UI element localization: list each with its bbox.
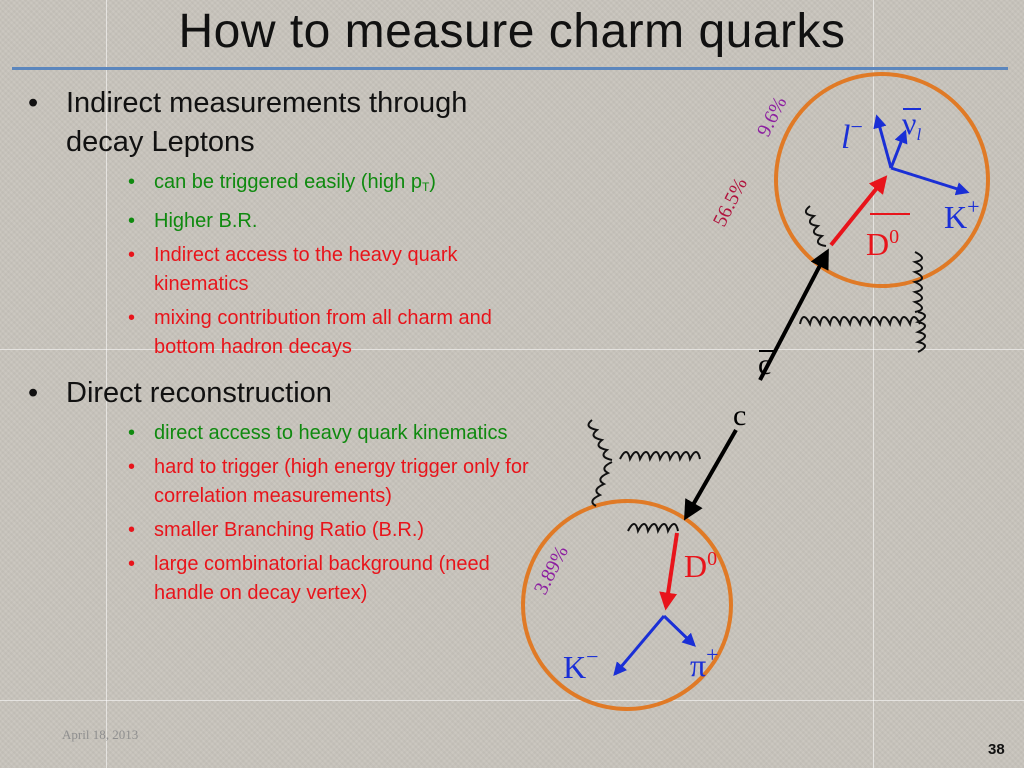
bullet-list: Indirect measurements through decay Lept… <box>28 84 548 620</box>
d0-label: D0 <box>684 548 717 584</box>
footer-date: April 18, 2013 <box>62 727 139 742</box>
gluon-coil <box>619 451 701 462</box>
gluon-coil <box>804 205 827 247</box>
bullet-direct: Direct reconstruction <box>28 374 548 413</box>
sub-bullets-indirect: can be triggered easily (high pT) Higher… <box>28 168 548 362</box>
neutrino-label: νl <box>902 105 921 144</box>
pion-plus-label: π+ <box>690 642 719 683</box>
subscript-t: T <box>421 180 430 194</box>
background-gridline <box>873 0 874 768</box>
gluon-coil <box>591 461 613 507</box>
d0-track <box>659 532 679 611</box>
neutrino-track <box>889 129 908 169</box>
title-underline <box>12 67 1008 70</box>
gluon-coil <box>587 419 613 461</box>
gluon-coil <box>799 316 921 327</box>
sub-bullet: mixing contribution from all charm and b… <box>128 304 548 362</box>
decay-circle-top <box>774 72 990 288</box>
c-label: c <box>733 399 746 432</box>
sub-bullets-direct: direct access to heavy quark kinematics … <box>28 419 548 608</box>
lepton-track <box>873 114 893 169</box>
sub-bullet-text: ) <box>429 171 436 193</box>
sub-bullet: Higher B.R. <box>128 207 548 236</box>
page-number: 38 <box>988 741 1005 758</box>
sub-bullet: hard to trigger (high energy trigger onl… <box>128 453 548 511</box>
sub-bullet: smaller Branching Ratio (B.R.) <box>128 516 548 545</box>
sub-bullet-text: can be triggered easily (high p <box>154 171 422 193</box>
c-bar-label: c <box>758 348 771 381</box>
lepton-label: l− <box>841 114 863 156</box>
sub-bullet: Indirect access to the heavy quark kinem… <box>128 241 548 299</box>
c-bar-quark-line <box>758 248 829 381</box>
kaon-plus-track <box>890 166 970 196</box>
sub-bullet: direct access to heavy quark kinematics <box>128 419 548 448</box>
gluon-coil <box>912 251 923 313</box>
slide-title: How to measure charm quarks <box>178 5 846 58</box>
d0bar-track <box>829 175 888 247</box>
background-gridline <box>0 700 1024 701</box>
sub-bullet: large combinatorial background (need han… <box>128 550 548 608</box>
kaon-minus-track <box>613 615 666 677</box>
kaon-plus-label: K+ <box>944 194 980 235</box>
c-quark-line <box>684 429 738 521</box>
decay-circle-bottom <box>521 499 733 711</box>
gluon-coil <box>627 523 679 534</box>
sub-bullet: can be triggered easily (high pT) <box>128 168 548 202</box>
br-d0bar-label: 56.5% <box>709 174 752 230</box>
d0bar-label: D0 <box>866 226 899 262</box>
pion-plus-track <box>662 614 696 647</box>
kaon-minus-label: K− <box>563 644 599 685</box>
gluon-coil <box>915 311 926 353</box>
bullet-indirect: Indirect measurements through decay Lept… <box>28 84 548 162</box>
